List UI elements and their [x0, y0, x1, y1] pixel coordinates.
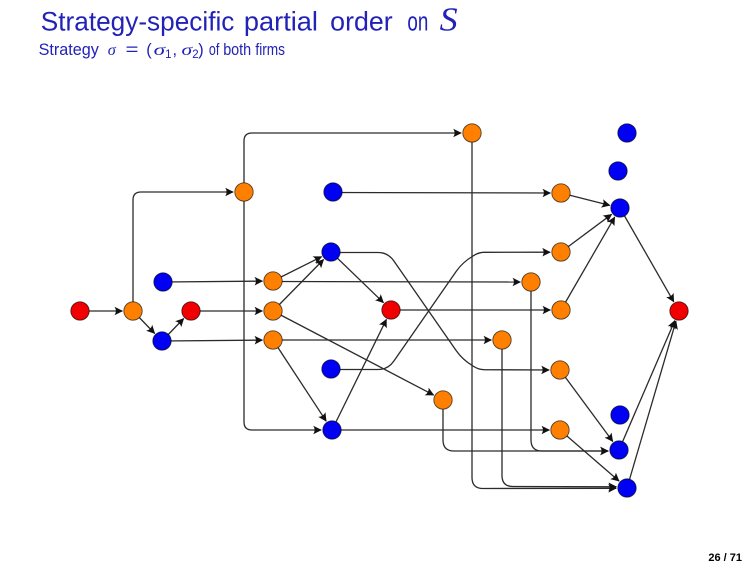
svg-text:26 / 71: 26 / 71	[708, 552, 742, 564]
